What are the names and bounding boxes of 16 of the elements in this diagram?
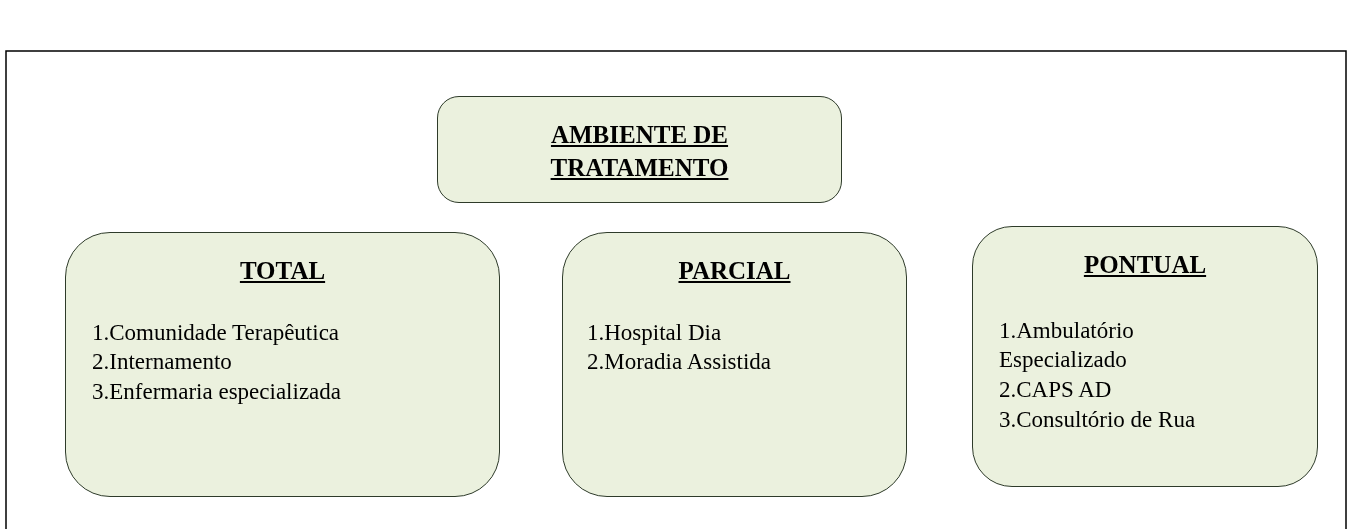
box-heading: PARCIAL [678,256,791,286]
list-item: 2.Internamento [91,348,233,377]
rounded-box [437,96,842,203]
box-heading: PONTUAL [1083,250,1207,280]
box-heading: AMBIENTE DE TRATAMENTO [549,120,730,183]
rounded-box [65,232,500,497]
list-item: 1.Comunidade Terapêutica [91,318,341,347]
list-item: 1.Hospital Dia [586,318,723,347]
rounded-box [562,232,907,497]
list-item: 1.Ambulatório Especializado [998,316,1135,375]
list-item: 3.Consultório de Rua [998,406,1197,435]
list-item: 3.Enfermaria especializada [91,378,342,407]
list-item: 2.Moradia Assistida [586,348,772,377]
box-heading: TOTAL [239,256,326,286]
rounded-box [972,226,1318,487]
list-item: 2.CAPS AD [998,376,1113,405]
